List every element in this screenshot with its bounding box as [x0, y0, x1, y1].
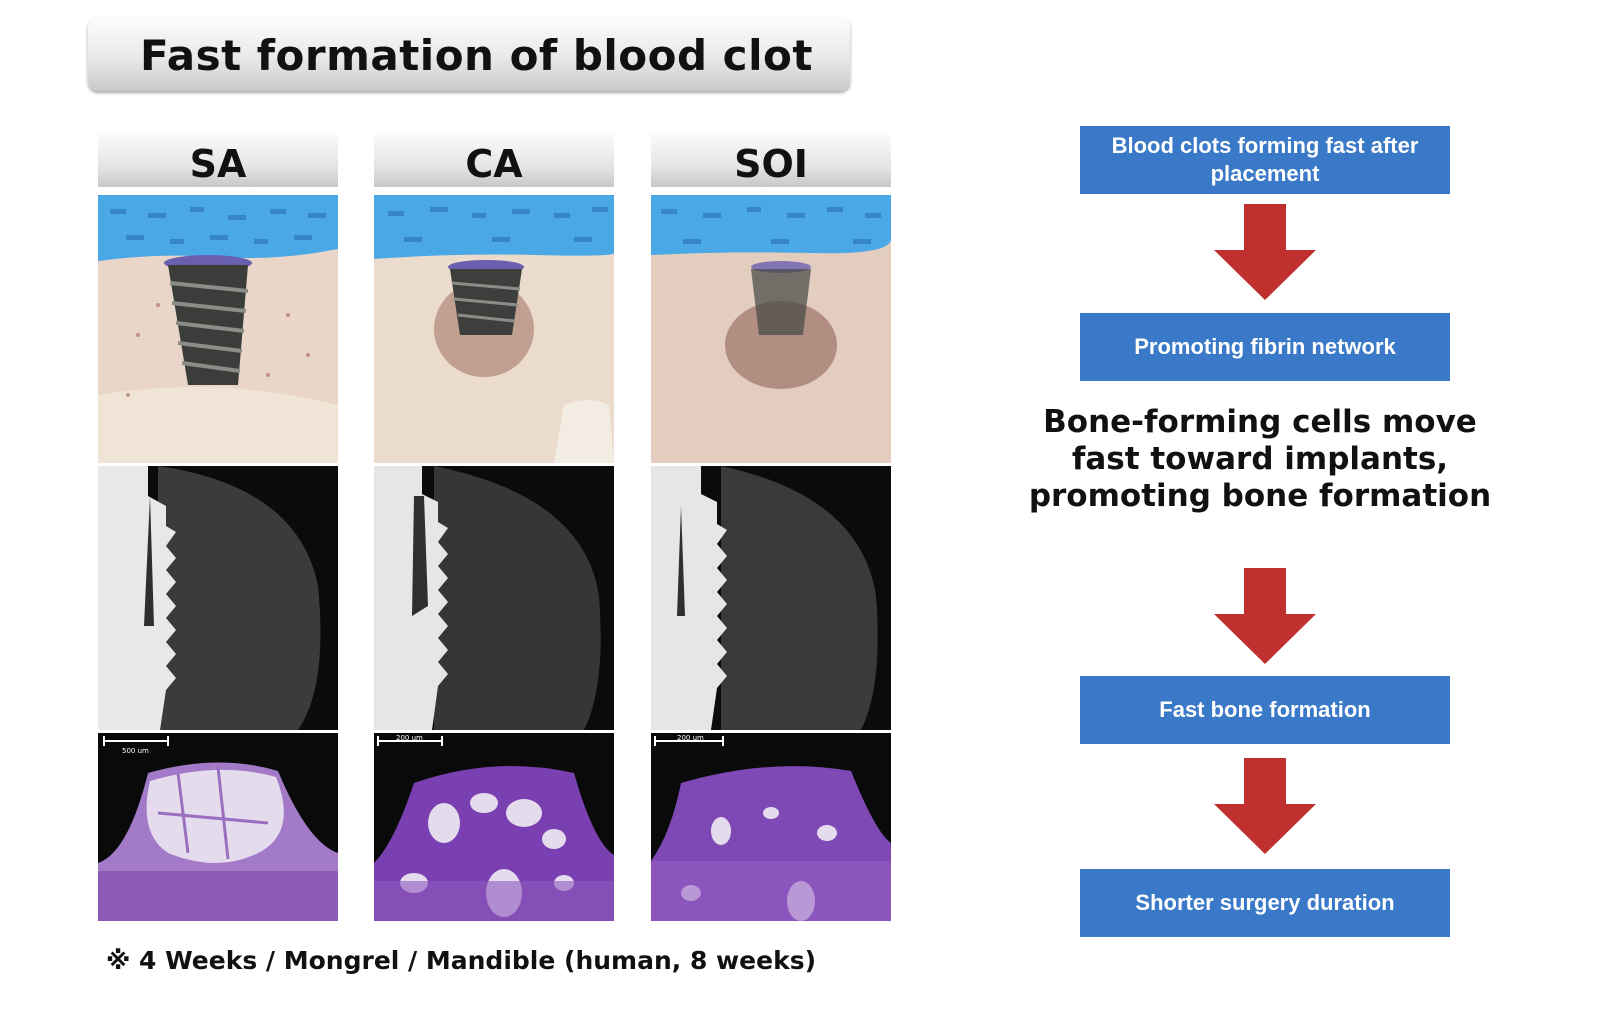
flow-step-shorter-surgery: Shorter surgery duration [1080, 869, 1450, 937]
down-arrow-icon [1214, 758, 1316, 854]
column-header-sa: SA [98, 133, 338, 187]
histology-soi: 200 um [651, 733, 891, 921]
flow-middle-text: Bone-forming cells move fast toward impl… [1028, 404, 1492, 514]
title-banner: Fast formation of blood clot [88, 17, 850, 91]
page-title: Fast formation of blood clot [140, 31, 813, 80]
flow-step-fibrin-network: Promoting fibrin network [1080, 313, 1450, 381]
column-header-soi: SOI [651, 133, 891, 187]
xray-ca [374, 466, 614, 730]
xray-soi [651, 466, 891, 730]
scale-bar-label: 200 um [396, 734, 423, 742]
column-sa: SA [98, 133, 338, 921]
scale-bar-label: 200 um [677, 734, 704, 742]
histology-sa: 500 um [98, 733, 338, 921]
flow-step-blood-clots: Blood clots forming fast after placement [1080, 126, 1450, 194]
photo-ca [374, 195, 614, 463]
footnote: ※ 4 Weeks / Mongrel / Mandible (human, 8… [106, 946, 816, 975]
scale-bar-label: 500 um [122, 747, 149, 755]
column-soi: SOI 200 um [651, 133, 891, 921]
down-arrow-icon [1214, 568, 1316, 664]
down-arrow-icon [1214, 204, 1316, 300]
column-header-ca: CA [374, 133, 614, 187]
xray-sa [98, 466, 338, 730]
photo-sa [98, 195, 338, 463]
column-ca: CA 200 [374, 133, 614, 921]
flow-step-bone-formation: Fast bone formation [1080, 676, 1450, 744]
photo-soi [651, 195, 891, 463]
histology-ca: 200 um [374, 733, 614, 921]
